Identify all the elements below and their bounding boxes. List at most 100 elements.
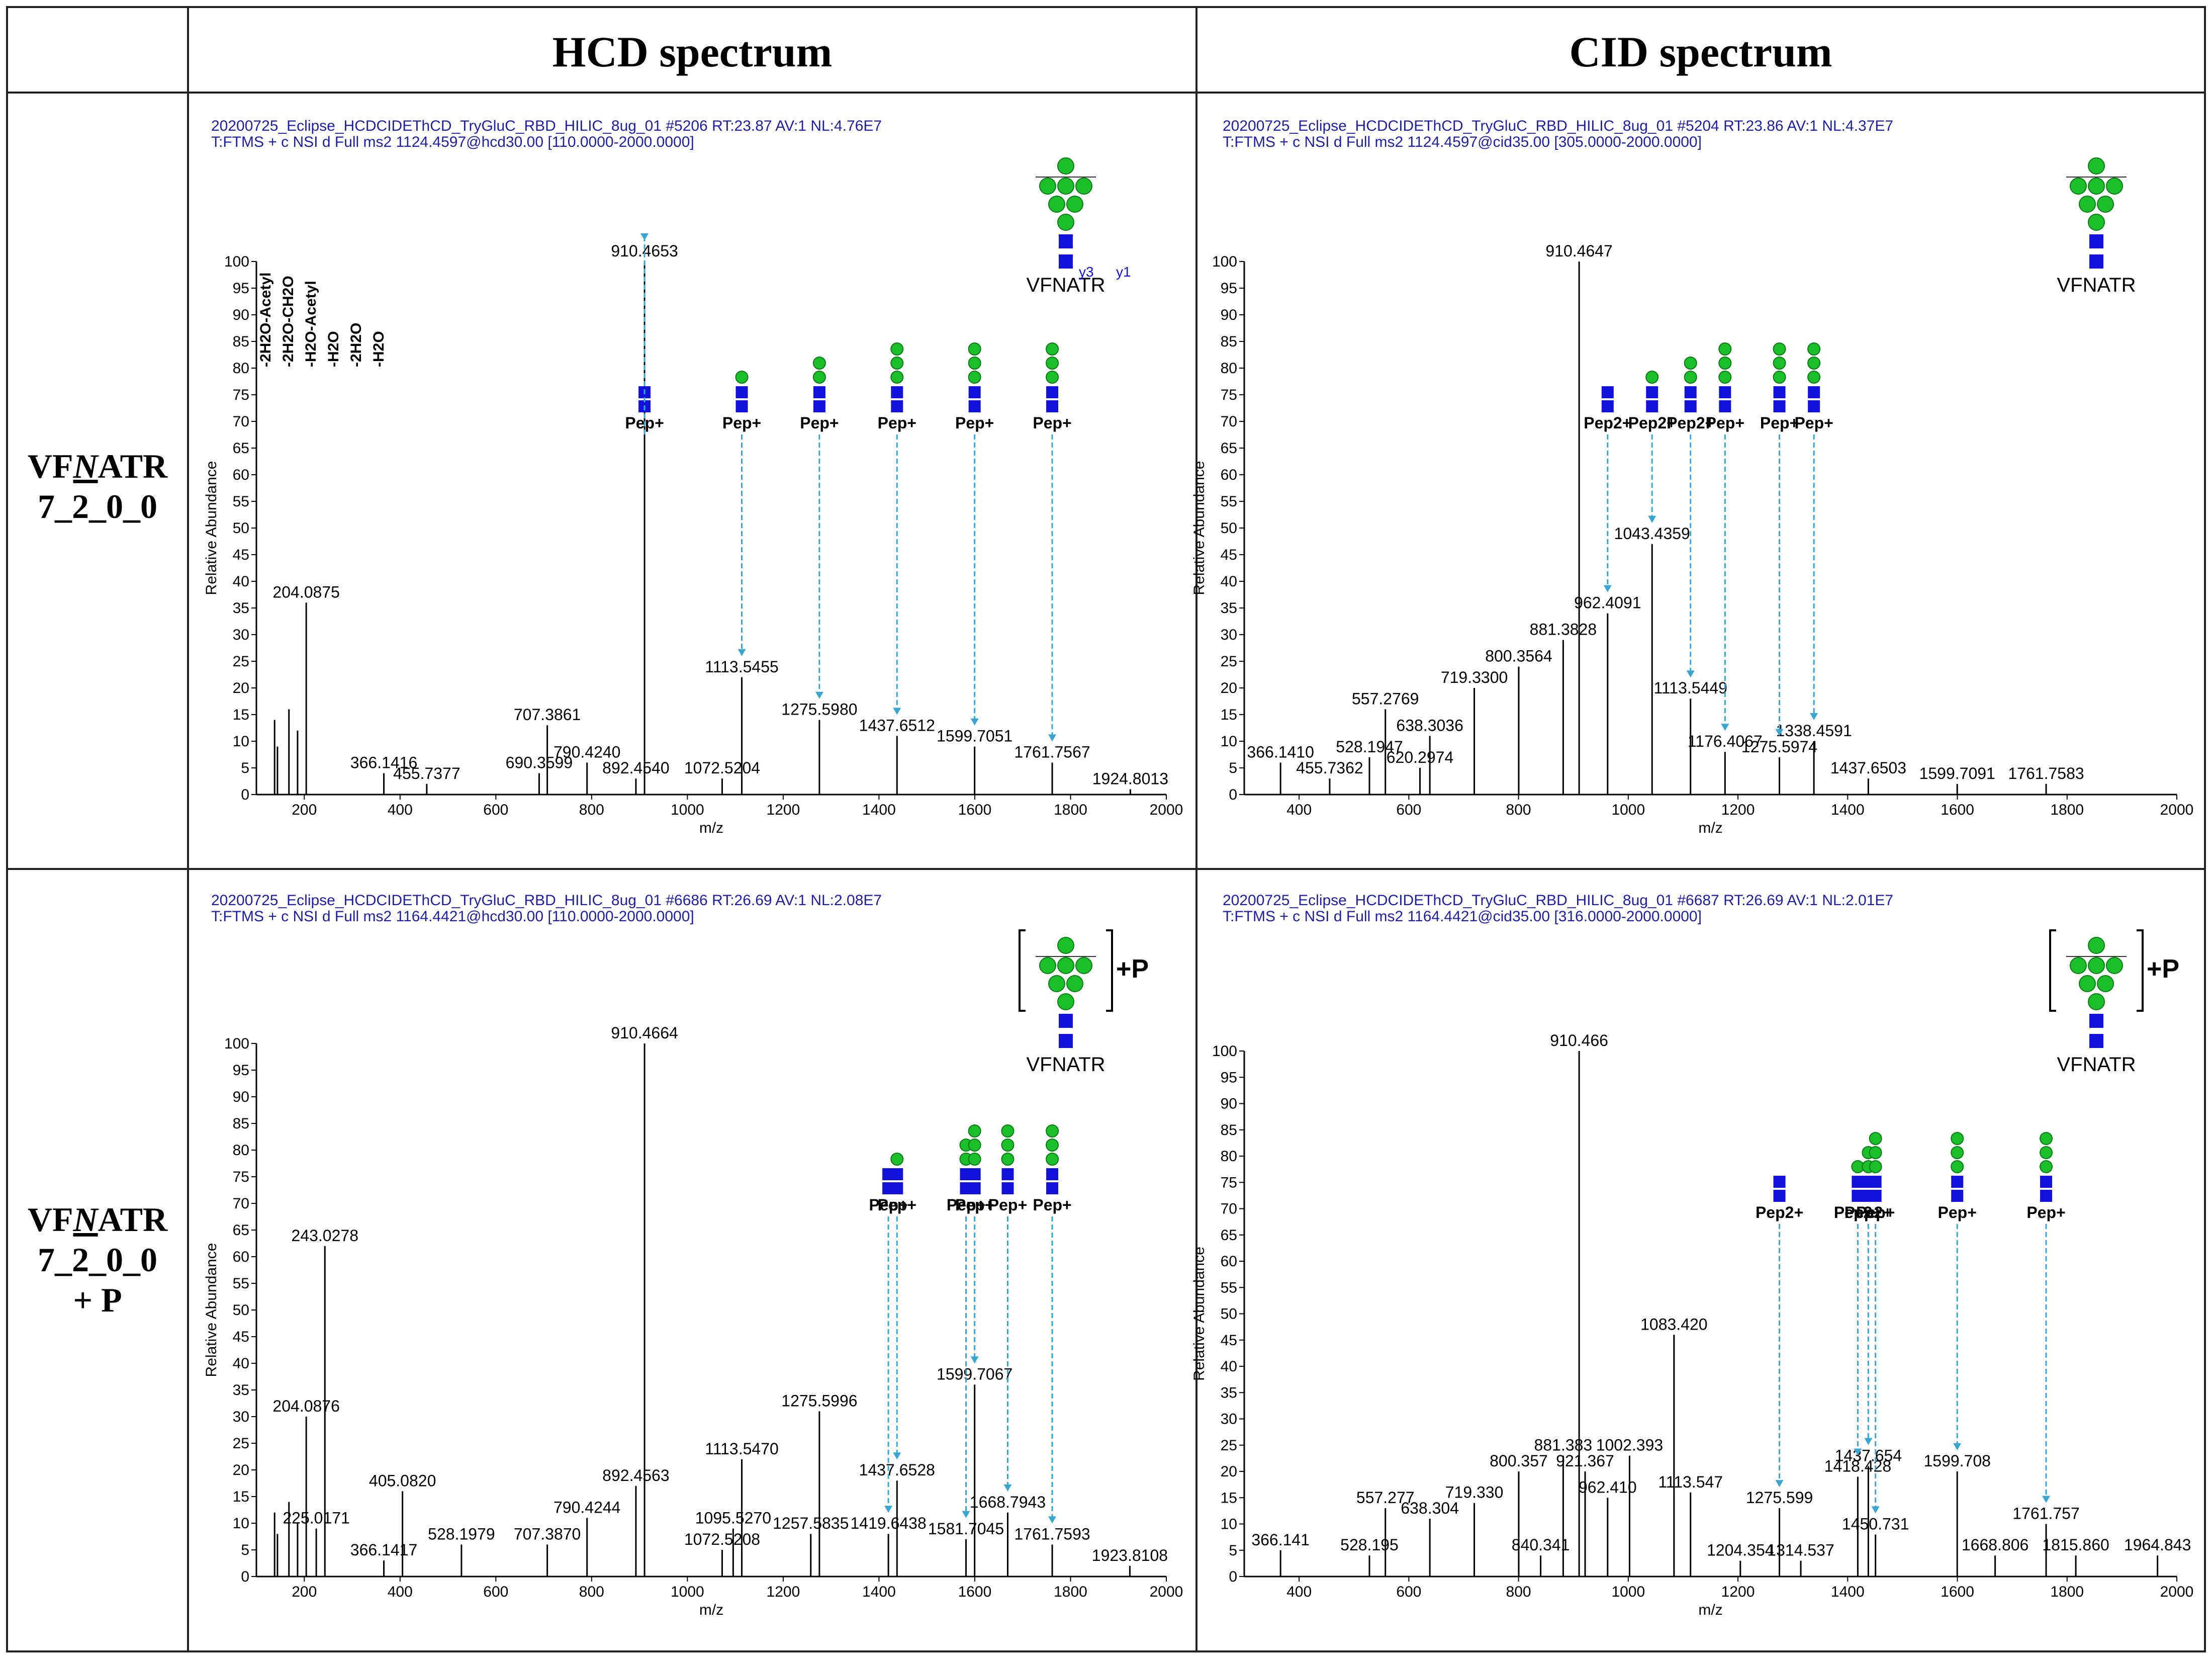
fragment-arrow-head [1603, 585, 1612, 592]
glcnac-icon [1059, 1014, 1073, 1028]
mannose-icon [2040, 1146, 2053, 1159]
bracket-left [2049, 929, 2056, 1012]
peak-label: 1072.5204 [684, 759, 760, 777]
glcnac-icon [1684, 386, 1697, 398]
peak-label: 800.357 [1490, 1452, 1548, 1470]
fragment-glycan-marker: Pep+ [1706, 342, 1744, 731]
glcnac-icon [1046, 386, 1059, 398]
y-tick-label: 50 [1221, 520, 1237, 537]
x-tick-label: 1200 [767, 802, 800, 818]
spectrum-panel-hcd-top: 20200725_Eclipse_HCDCIDEThCD_TryGluC_RBD… [203, 118, 1183, 836]
y-tick-label: 100 [1212, 253, 1237, 270]
mannose-icon [2079, 975, 2096, 992]
spectrum-panel-cid-bottom: 20200725_Eclipse_HCDCIDEThCD_TryGluC_RBD… [1191, 892, 2193, 1618]
fragment-pep-label: Pep+ [1938, 1203, 1977, 1221]
fragment-glycan-marker: Pep+ [955, 1124, 994, 1364]
mannose-icon [890, 371, 904, 384]
fragment-arrow-head [884, 1506, 893, 1513]
y-tick-label: 40 [1221, 573, 1237, 590]
row-label-2-tail: ATR [98, 1200, 168, 1239]
glcnac-icon [1869, 1190, 1882, 1202]
peak-label: 1761.7583 [2008, 764, 2084, 782]
y-tick-label: 65 [233, 1222, 249, 1239]
glcnac-icon [1773, 386, 1786, 398]
mannose-icon [2106, 957, 2123, 974]
peak-label: 1450.731 [1842, 1515, 1909, 1533]
mannose-icon [1001, 1124, 1015, 1138]
peak-label: 1083.420 [1640, 1315, 1707, 1333]
y-axis-label: Relative Abundance [203, 461, 220, 595]
peak-label: 1043.4359 [1614, 525, 1690, 543]
mannose-icon [812, 357, 826, 370]
y-tick-label: 10 [1221, 1516, 1237, 1533]
glycan-structure-icon [1036, 157, 1096, 269]
fragment-arrow-head [1854, 1448, 1862, 1456]
fragment-arrow-head [1003, 1484, 1012, 1492]
fragment-arrow-head [1775, 1480, 1784, 1488]
peak-label: 1437.6503 [1830, 759, 1906, 777]
mannose-icon [2088, 157, 2105, 174]
y-tick-label: 20 [233, 1462, 249, 1478]
mannose-icon [890, 1153, 904, 1166]
x-tick-label: 1600 [1941, 1584, 1974, 1600]
peak-label: 366.141 [1251, 1531, 1310, 1549]
neutral-loss-label: -2H2O [348, 323, 364, 367]
peak-label: 719.330 [1445, 1483, 1504, 1502]
fragment-glycan-marker: Pep+ [2026, 1132, 2066, 1503]
fragment-pep-label: Pep+ [947, 1196, 985, 1214]
svg-text:VFNATR: VFNATR [28, 1200, 168, 1239]
peptide-sequence-label: VFNATR [1026, 274, 1105, 296]
glcnac-icon [2040, 1176, 2053, 1188]
mannose-icon [1951, 1160, 1964, 1173]
mannose-icon [1773, 371, 1786, 384]
mannose-icon [1869, 1146, 1882, 1159]
fragment-pep-label: Pep+ [1706, 414, 1744, 432]
ion-label-y3: y3 [1079, 264, 1094, 280]
scan-header-line2: T:FTMS + c NSI d Full ms2 1164.4421@hcd3… [211, 908, 694, 925]
mannose-icon [1001, 1153, 1015, 1166]
fragment-arrow-head [1721, 724, 1729, 731]
y-tick-label: 35 [233, 600, 249, 617]
y-tick-label: 65 [1221, 440, 1237, 457]
y-tick-label: 20 [233, 680, 249, 696]
glcnac-icon [891, 1168, 903, 1180]
y-tick-label: 25 [233, 653, 249, 670]
fragment-arrow-head [1864, 1438, 1873, 1445]
peak-label: 1314.537 [1767, 1541, 1834, 1559]
glcnac-icon [1601, 386, 1614, 398]
fragment-pep-label: Pep+ [2026, 1203, 2065, 1221]
y-tick-label: 100 [1212, 1043, 1237, 1060]
peak-label: 1113.5470 [705, 1440, 779, 1458]
fragment-glycan-marker: Pep+ [722, 371, 761, 656]
mannose-icon [1057, 993, 1074, 1010]
spectrum-panel-cid-top: 20200725_Eclipse_HCDCIDEThCD_TryGluC_RBD… [1191, 118, 2193, 836]
row-label-2-mod: + P [73, 1281, 122, 1319]
y-tick-label: 90 [233, 1089, 249, 1105]
fragment-arrow-head [970, 718, 979, 726]
x-tick-label: 2000 [2160, 802, 2194, 818]
peak-label: 1437.6528 [859, 1461, 935, 1479]
mannose-icon [1066, 975, 1083, 992]
glcnac-icon [1001, 1168, 1014, 1180]
fragment-arrow-head [1048, 734, 1057, 742]
mannose-icon [968, 371, 981, 384]
mannose-icon [1718, 371, 1732, 384]
mannose-icon [2106, 178, 2123, 195]
row-label-1-tail: ATR [98, 447, 168, 485]
mannose-icon [890, 357, 904, 370]
peak-label: 528.195 [1340, 1536, 1399, 1554]
glcnac-icon [735, 400, 748, 412]
mannose-icon [1718, 357, 1732, 370]
phospho-mod-label: +P [2147, 954, 2179, 984]
y-tick-label: 55 [1221, 1279, 1237, 1296]
mannose-icon [1057, 957, 1074, 974]
mannose-icon [968, 1139, 981, 1152]
scan-header-line1: 20200725_Eclipse_HCDCIDEThCD_TryGluC_RBD… [1223, 118, 1893, 134]
glcnac-icon [1646, 386, 1658, 398]
mannose-icon [1807, 371, 1821, 384]
y-tick-label: 75 [1221, 1174, 1237, 1191]
fragment-pep-label: Pep2+ [1667, 414, 1714, 432]
y-tick-label: 40 [1221, 1358, 1237, 1375]
fragment-glycan-marker: Pep+ [878, 1153, 916, 1460]
fragment-pep-label: Pep+ [1794, 414, 1833, 432]
